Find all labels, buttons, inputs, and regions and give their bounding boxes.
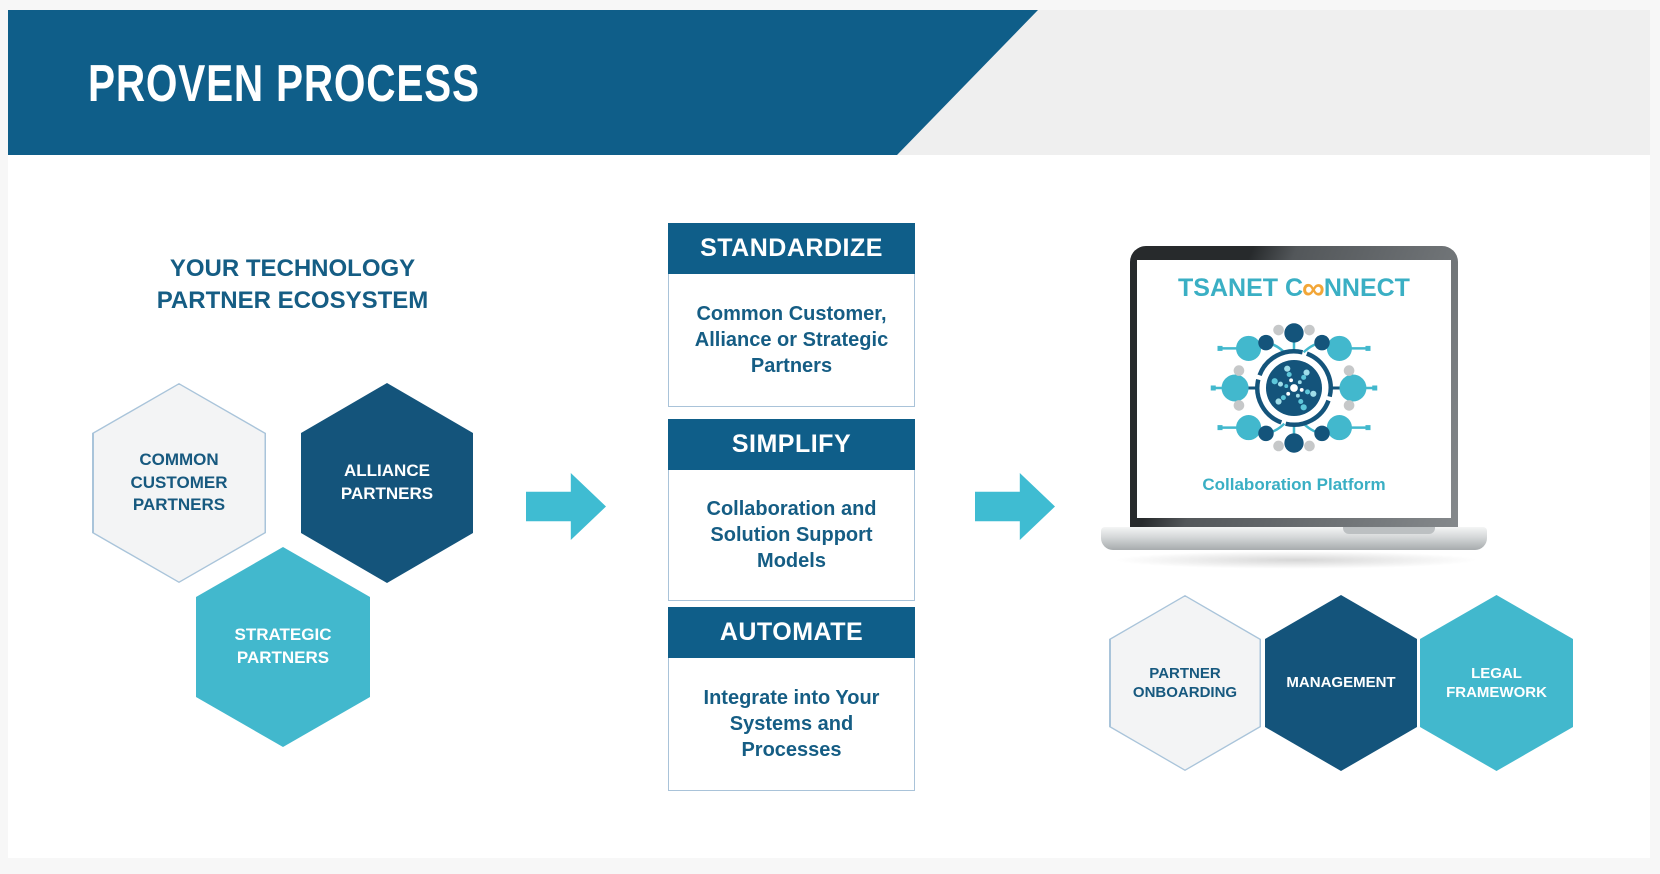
laptop: TSANET C∞NNECT (1130, 246, 1458, 527)
platform-subtitle: Collaboration Platform (1202, 475, 1386, 494)
hexagon-label: MANAGEMENT (1286, 674, 1396, 692)
hexagon-fill (1110, 596, 1260, 770)
hexagon-strategic-partners: STRATEGIC PARTNERS (196, 547, 370, 747)
logo-text-suffix: NNECT (1323, 274, 1410, 302)
header-band: PROVEN PROCESS (8, 10, 1650, 155)
hexagon-label: PARTNER ONBOARDING (1132, 664, 1238, 702)
content-card: PROVEN PROCESS YOUR TECHNOLOGY PARTNER E… (8, 10, 1650, 858)
laptop-base (1101, 527, 1487, 550)
process-step-standardize: STANDARDIZE Common Customer, Alliance or… (668, 223, 915, 407)
ecosystem-heading: YOUR TECHNOLOGY PARTNER ECOSYSTEM (156, 255, 429, 314)
hexagon-legal-framework: LEGAL FRAMEWORK (1420, 595, 1573, 771)
hexagon-management: MANAGEMENT (1265, 595, 1417, 771)
step-title: STANDARDIZE (668, 223, 915, 274)
network-logo-icon (1210, 323, 1378, 453)
laptop-display: TSANET C∞NNECT (1137, 260, 1451, 518)
header-accent-shape (8, 10, 1038, 155)
process-step-simplify: SIMPLIFY Collaboration and Solution Supp… (668, 419, 915, 601)
hexagon-label: COMMON CUSTOMER PARTNERS (130, 449, 228, 515)
hexagon-label: ALLIANCE PARTNERS (340, 461, 434, 503)
step-title: AUTOMATE (668, 607, 915, 658)
logo-text-prefix: TSANET C (1178, 274, 1304, 302)
step-title: SIMPLIFY (668, 419, 915, 470)
page-title: PROVEN PROCESS (88, 55, 480, 113)
tsanet-connect-logo: TSANET C∞NNECT (1178, 272, 1410, 304)
arrow-right-icon (526, 473, 606, 540)
laptop-shadow (1113, 551, 1479, 569)
step-description: Collaboration and Solution Support Model… (706, 498, 877, 572)
laptop-notch (1343, 527, 1435, 534)
process-step-automate: AUTOMATE Integrate into Your Systems and… (668, 607, 915, 791)
infinity-icon: ∞ (1302, 270, 1325, 306)
hexagon-label: STRATEGIC PARTNERS (234, 625, 332, 667)
hexagon-alliance-partners: ALLIANCE PARTNERS (301, 383, 473, 583)
hexagon-common-customer-partners: COMMON CUSTOMER PARTNERS (92, 383, 266, 583)
arrow-right-icon (975, 473, 1055, 540)
hexagon-label: LEGAL FRAMEWORK (1446, 664, 1547, 702)
step-description: Integrate into Your Systems and Processe… (703, 687, 880, 761)
hexagon-partner-onboarding: PARTNER ONBOARDING (1109, 595, 1261, 771)
step-description: Common Customer, Alliance or Strategic P… (694, 303, 889, 377)
